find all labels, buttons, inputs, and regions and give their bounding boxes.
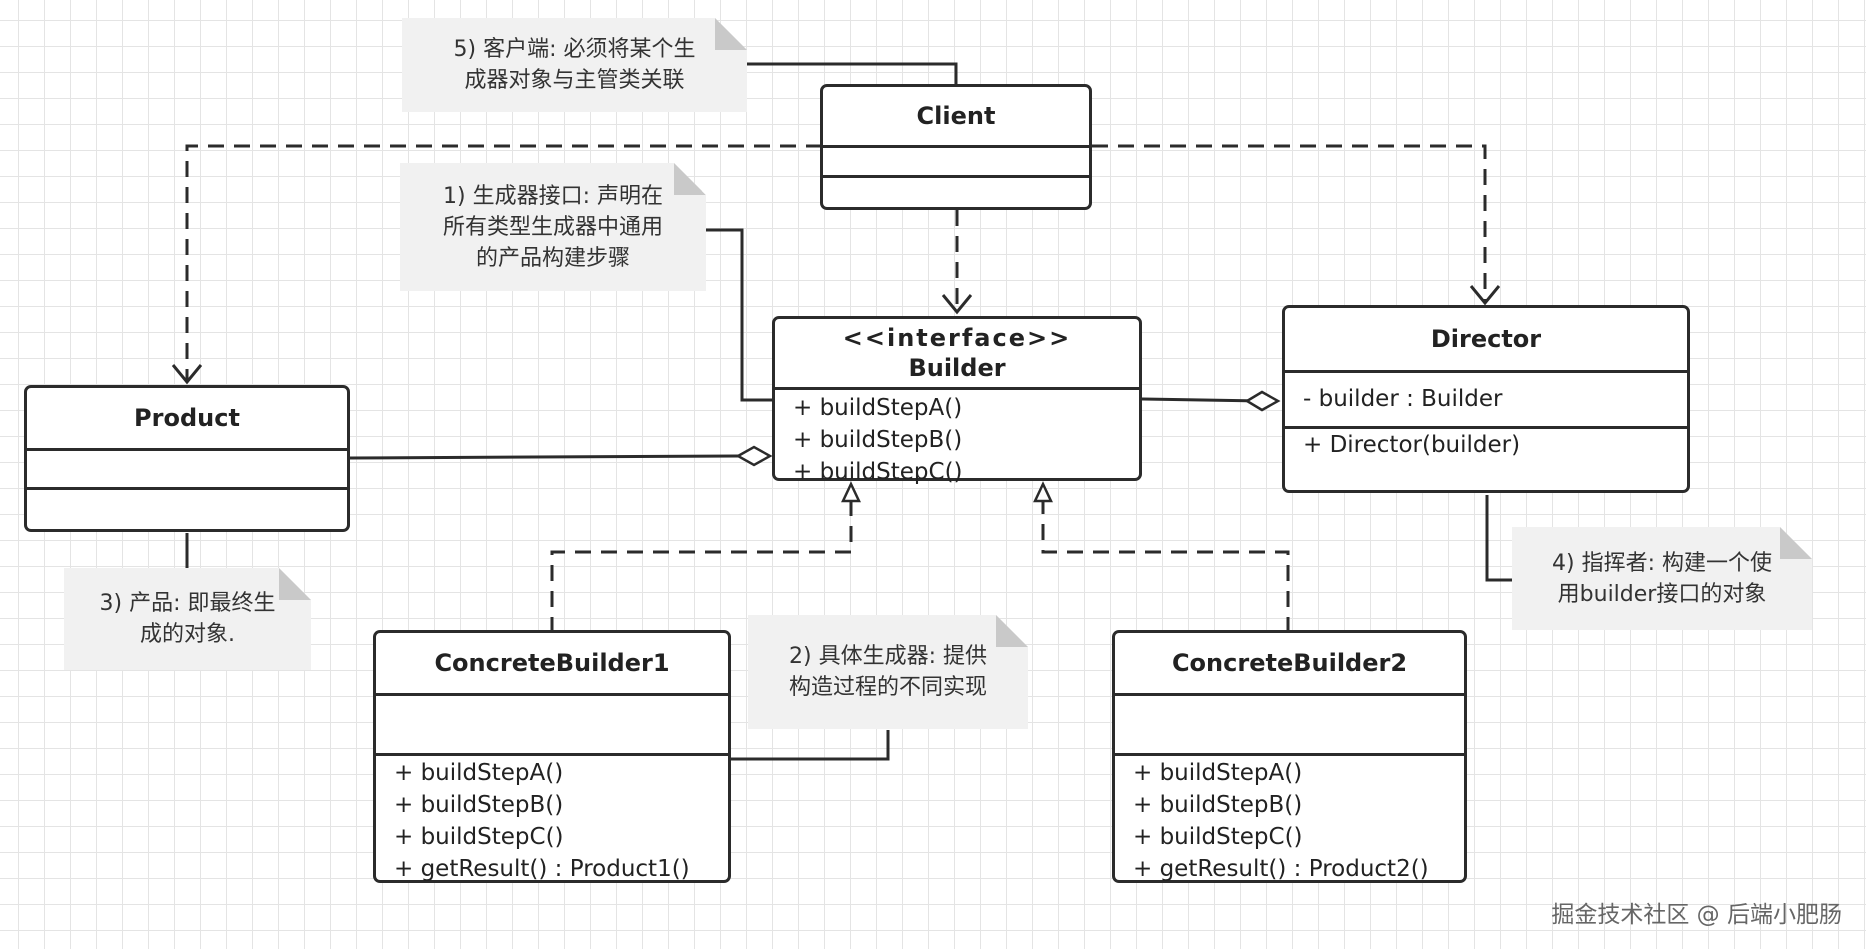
note-line-builder xyxy=(705,228,775,402)
method-row: + buildStepA() xyxy=(1133,760,1303,786)
client-product-dependency xyxy=(187,144,822,382)
class-methods: + buildStepA() + buildStepB() + buildSte… xyxy=(775,387,1139,488)
builder-product-aggregation xyxy=(349,454,739,460)
note-concrete-builder: 2) 具体生成器: 提供 构造过程的不同实现 xyxy=(748,615,1028,729)
note-builder-interface: 1) 生成器接口: 声明在 所有类型生成器中通用 的产品构建步骤 xyxy=(400,163,706,291)
class-name: Client xyxy=(916,102,996,130)
note-director: 4) 指挥者: 构建一个使 用builder接口的对象 xyxy=(1512,527,1812,630)
note-line: 成器对象与主管类关联 xyxy=(464,68,685,93)
note-client: 5) 客户端: 必须将某个生 成器对象与主管类关联 xyxy=(402,18,747,112)
class-attributes: - builder : Builder xyxy=(1285,370,1687,426)
method-row: + buildStepA() xyxy=(394,760,564,786)
concrete2-realizes-builder xyxy=(1033,481,1290,633)
method-row: + buildStepB() xyxy=(1133,792,1303,818)
watermark: 掘金技术社区 @ 后端小肥肠 xyxy=(1551,902,1842,928)
class-concrete-builder-1[interactable]: ConcreteBuilder1 + buildStepA() + buildS… xyxy=(373,630,731,883)
method-row: + buildStepB() xyxy=(793,427,963,453)
note-line: 2) 具体生成器: 提供 xyxy=(789,644,987,669)
class-product[interactable]: Product xyxy=(24,385,350,532)
client-director-dependency xyxy=(1092,144,1485,303)
note-line-concrete xyxy=(730,730,890,761)
method-row: + buildStepC() xyxy=(793,459,963,485)
class-methods: + Director(builder) xyxy=(1285,426,1687,490)
class-name: Director xyxy=(1430,325,1542,353)
note-product: 3) 产品: 即最终生 成的对象. xyxy=(64,568,311,670)
method-row: + buildStepC() xyxy=(1133,824,1303,850)
director-builder-aggregation xyxy=(1140,397,1263,403)
class-name: Builder xyxy=(908,354,1006,382)
class-methods: + buildStepA() + buildStepB() + buildSte… xyxy=(376,753,728,885)
note-line: 4) 指挥者: 构建一个使 xyxy=(1552,550,1772,576)
note-line-director xyxy=(1485,495,1513,582)
note-line: 5) 客户端: 必须将某个生 xyxy=(453,37,696,62)
class-methods xyxy=(27,487,347,529)
attribute-row: - builder : Builder xyxy=(1303,386,1503,412)
class-header: Client xyxy=(823,87,1089,145)
method-row: + Director(builder) xyxy=(1303,432,1521,458)
class-name: Product xyxy=(134,404,240,432)
note-line: 用builder接口的对象 xyxy=(1557,581,1767,607)
class-builder-interface[interactable]: <<interface>> Builder + buildStepA() + b… xyxy=(772,316,1142,485)
note-line: 的产品构建步骤 xyxy=(475,245,630,271)
class-director[interactable]: Director - builder : Builder + Director(… xyxy=(1282,305,1690,493)
note-line: 3) 产品: 即最终生 xyxy=(99,591,276,616)
method-row: + buildStepB() xyxy=(394,792,564,818)
note-line: 成的对象. xyxy=(140,622,235,647)
note-line: 所有类型生成器中通用 xyxy=(442,214,663,240)
concrete1-realizes-builder xyxy=(550,481,861,633)
class-attributes xyxy=(823,145,1089,175)
method-row: + getResult() : Product2() xyxy=(1133,856,1429,882)
product-aggregation-diamond xyxy=(735,445,773,467)
method-row: + getResult() : Product1() xyxy=(394,856,690,882)
director-aggregation-diamond xyxy=(1244,390,1281,412)
class-stereotype: <<interface>> xyxy=(842,324,1072,352)
class-client[interactable]: Client xyxy=(820,84,1092,210)
class-methods xyxy=(823,175,1089,207)
class-header: Product xyxy=(27,388,347,448)
class-name: ConcreteBuilder2 xyxy=(1171,649,1408,677)
class-header: <<interface>> Builder xyxy=(775,319,1139,387)
class-attributes xyxy=(27,448,347,487)
class-concrete-builder-2[interactable]: ConcreteBuilder2 + buildStepA() + buildS… xyxy=(1112,630,1467,883)
class-attributes xyxy=(376,693,728,753)
method-row: + buildStepC() xyxy=(394,824,564,850)
class-header: ConcreteBuilder2 xyxy=(1115,633,1464,693)
note-line: 1) 生成器接口: 声明在 xyxy=(443,183,663,209)
class-name: ConcreteBuilder1 xyxy=(434,649,670,677)
class-header: Director xyxy=(1285,308,1687,370)
class-methods: + buildStepA() + buildStepB() + buildSte… xyxy=(1115,753,1464,885)
method-row: + buildStepA() xyxy=(793,395,963,421)
note-line: 构造过程的不同实现 xyxy=(788,675,987,700)
class-attributes xyxy=(1115,693,1464,753)
class-header: ConcreteBuilder1 xyxy=(376,633,728,693)
note-line-client xyxy=(746,62,958,84)
